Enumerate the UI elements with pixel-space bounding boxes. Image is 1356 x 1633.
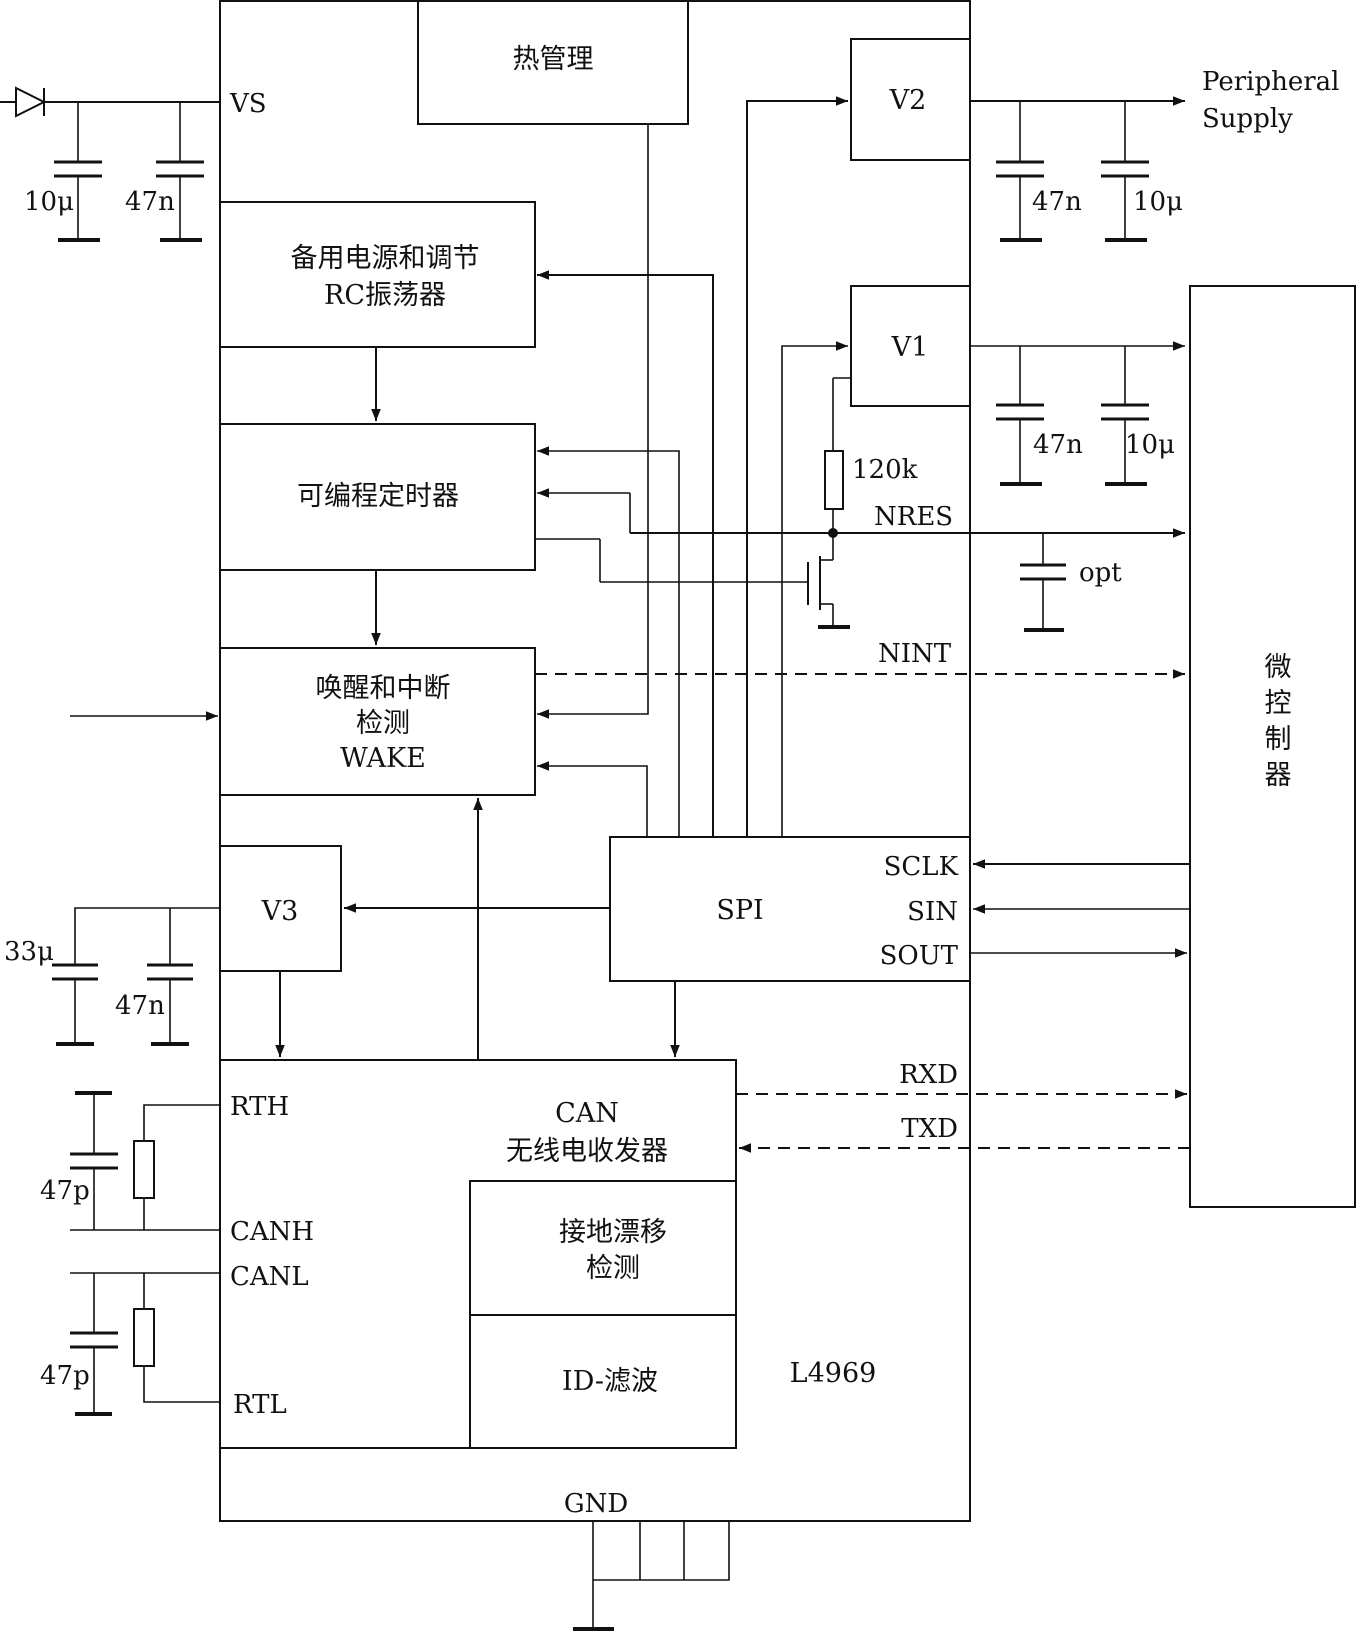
can-label-2: 无线电收发器 [506, 1136, 668, 1167]
sout-pin-label: SOUT [880, 941, 959, 971]
peripheral-supply-label-2: Supply [1202, 104, 1293, 134]
vs-input-network [0, 86, 220, 242]
v1-cap-small-label: 47n [1033, 430, 1083, 460]
timer-label: 可编程定时器 [297, 481, 459, 512]
canh-termination [70, 1091, 220, 1231]
vs-cap-small-label: 47n [125, 187, 175, 217]
gnd-shift-label-2: 检测 [586, 1253, 640, 1284]
thermal-block [417, 0, 689, 125]
vs-cap-big-label: 10μ [24, 187, 74, 217]
wake-label-3: WAKE [340, 743, 426, 774]
mcu-char-3: 制 [1265, 724, 1292, 755]
v3-cap-big-label: 33μ [4, 937, 54, 967]
gnd-pin-label: GND [564, 1489, 628, 1519]
spi-to-v1 [781, 341, 848, 837]
v2-cap-small-label: 47n [1032, 187, 1082, 217]
thermal-to-wake [537, 124, 649, 719]
wake-label-2: 检测 [356, 708, 410, 739]
wake-block [219, 647, 536, 796]
v1-label: V1 [891, 332, 929, 363]
peripheral-supply-label-1: Peripheral [1202, 67, 1339, 97]
nres-cap-label: opt [1079, 558, 1122, 588]
standby-label-2: RC振荡器 [324, 280, 446, 311]
v2-block [850, 38, 971, 161]
canl-cap-label: 47p [40, 1361, 90, 1391]
mcu-block [1189, 285, 1356, 1208]
v1-cap-big-label: 10μ [1125, 430, 1175, 460]
id-filter-block [469, 1314, 737, 1449]
mcu-char-1: 微 [1265, 652, 1292, 683]
id-filter-label: ID-滤波 [562, 1366, 658, 1397]
v3-label: V3 [261, 896, 299, 927]
timer-block [219, 423, 536, 571]
rth-pin-label: RTH [230, 1092, 289, 1122]
nint-pin-label: NINT [878, 639, 952, 669]
thermal-label: 热管理 [513, 44, 594, 75]
sclk-pin-label: SCLK [884, 852, 959, 882]
reset-resistor-label: 120k [852, 455, 918, 485]
mcu-char-2: 控 [1265, 688, 1292, 719]
v2-output-network [970, 96, 1185, 242]
nres-pin-label: NRES [874, 502, 953, 532]
standby-label-1: 备用电源和调节 [291, 243, 480, 274]
spi-to-standby [537, 270, 714, 837]
vs-pin-label: VS [229, 89, 267, 119]
spi-block [609, 836, 971, 982]
sin-pin-label: SIN [907, 897, 958, 927]
wake-label-1: 唤醒和中断 [316, 673, 451, 704]
resistor-120k [824, 450, 844, 510]
canl-termination [70, 1272, 220, 1416]
diode-icon [15, 86, 47, 118]
canh-cap-label: 47p [40, 1176, 90, 1206]
v3-output-network [52, 907, 220, 1046]
spi-to-timer [537, 446, 680, 837]
rtl-pin-label: RTL [233, 1390, 287, 1420]
spi-to-wake [537, 761, 648, 837]
v1-block [850, 285, 971, 407]
gnd-shift-block [469, 1180, 737, 1316]
can-label-1: CAN [555, 1098, 619, 1129]
reset-network [535, 377, 1185, 632]
v2-cap-big-label: 10μ [1133, 187, 1183, 217]
mcu-char-4: 器 [1265, 760, 1292, 791]
rxd-pin-label: RXD [899, 1060, 958, 1090]
spi-to-v2 [746, 96, 848, 837]
standby-block [219, 201, 536, 348]
v3-cap-small-label: 47n [115, 991, 165, 1021]
gnd-shift-label-1: 接地漂移 [559, 1217, 667, 1248]
chip-name: L4969 [790, 1358, 877, 1389]
v2-label: V2 [889, 85, 927, 116]
canh-pin-label: CANH [230, 1217, 314, 1247]
txd-pin-label: TXD [901, 1114, 958, 1144]
canl-pin-label: CANL [230, 1262, 309, 1292]
spi-label: SPI [716, 895, 763, 926]
gnd-pins [573, 1521, 730, 1631]
v1-output-network [970, 341, 1185, 486]
